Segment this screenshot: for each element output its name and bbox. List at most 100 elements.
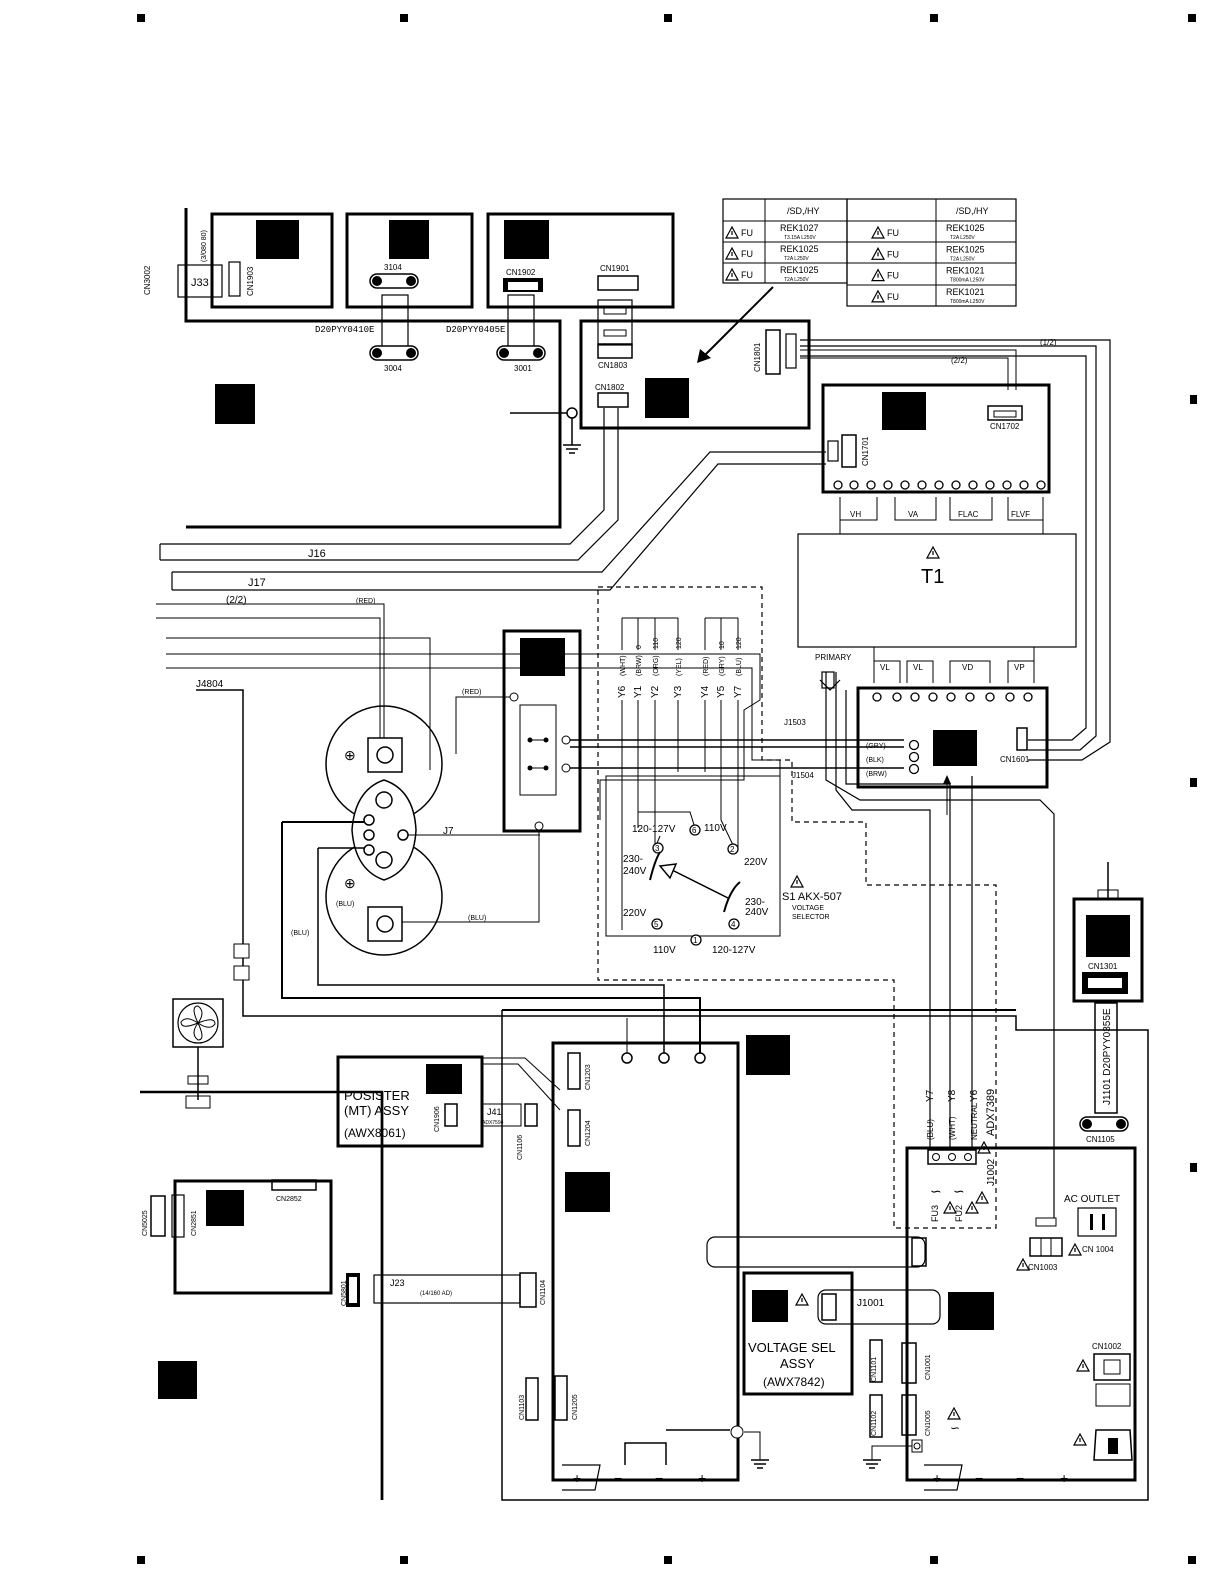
sel-220a: 220V	[744, 857, 768, 868]
primary-wires	[819, 671, 1055, 1218]
right-lower-board: Y7 Y8 Y6 (BLU) (WHT) NEUTRAL ADX7389 J10…	[863, 1089, 1137, 1482]
sel-230a: 230-	[623, 854, 643, 865]
vp-label: VP	[1014, 663, 1025, 672]
ac-outlet-label: AC OUTLET	[1064, 1194, 1120, 1205]
fuse-symbol-3: ∽	[950, 1421, 960, 1435]
vl2-label: VL	[913, 663, 923, 672]
warning-icon	[725, 247, 739, 260]
cn1104-label: CN1104	[540, 1280, 547, 1305]
j23-label: J23	[390, 1278, 405, 1288]
term-right-2: −	[975, 1470, 983, 1486]
svg-text:⊕: ⊕	[344, 747, 356, 763]
blk-label: (BLK)	[866, 757, 884, 764]
j1001-label: J1001	[857, 1298, 885, 1309]
cn2852-label: CN2852	[276, 1196, 302, 1203]
fuse-right-rating-2: T800mA L250V	[950, 278, 985, 284]
cn1803-label: CN1803	[598, 361, 628, 370]
y7-label: Y7	[925, 1089, 936, 1102]
j4804-label: J4804	[196, 679, 224, 690]
cn1802-label: CN1802	[595, 383, 625, 392]
sel-110b: 110V	[653, 945, 676, 956]
terminal-strip-main: + − − +	[562, 1464, 706, 1491]
top-board-middle: 3104 3004 D20PYY0410E	[315, 212, 474, 373]
blu-w-label: (BLU)	[926, 1119, 935, 1140]
cn1906-label: CN1906	[434, 1106, 441, 1132]
vsel-label-2: ASSY	[780, 1356, 815, 1371]
half3-label: (2/2)	[226, 595, 247, 606]
cn1203-label: CN1203	[585, 1064, 592, 1090]
selector-wire-code-2: Y2	[650, 685, 661, 698]
lower-left-board: CN5025 CN2851 CN2852 CN5801 J23 (14/160 …	[142, 384, 521, 1399]
cn1205-label: CN1205	[572, 1394, 579, 1420]
posister-label-1: POSISTER	[344, 1088, 410, 1103]
cable-labels: J16 J17 (1/2) (2/2) (2/2) (RED) J4804	[196, 338, 1057, 690]
pin6: 6	[692, 826, 697, 835]
selector-wire-color-2: (ORG)	[653, 655, 660, 676]
fuse-right-rating-1: T2A L250V	[950, 256, 975, 262]
voltage-selector-region: Y6(WHT)Y1(BRW)0Y2(ORG)110Y3(YEL)120Y4(RE…	[597, 586, 997, 1229]
fuse-right-fu-1: FU	[887, 249, 899, 259]
half1-label: (1/2)	[1040, 338, 1057, 347]
cn1901-label: CN1901	[600, 264, 630, 273]
warning-icon	[725, 268, 739, 281]
fuse-left-part-2: REK1025	[780, 265, 819, 275]
cn5025-label: CN5025	[142, 1210, 149, 1236]
cn1106-label: CN1106	[517, 1135, 524, 1160]
warning-icon	[871, 247, 885, 260]
selector-wire-color-1: (BRW)	[636, 655, 643, 676]
selector-wire-color-6: (BLU)	[736, 658, 743, 676]
cn1601-label: CN1601	[1000, 755, 1030, 764]
j1504-label: J1504	[792, 771, 814, 780]
capacitors: ⊕ ⊕	[282, 705, 540, 956]
fuse-right-part-3: REK1021	[946, 287, 985, 297]
voltage-sel-assy: J1001 VOLTAGE SEL ASSY (AWX7842)	[742, 1271, 941, 1396]
warning-icon	[871, 269, 885, 282]
fuse-right-part-2: REK1021	[946, 266, 985, 276]
board-cn1601: CN1601 (GRY) (BLK) (BRW) J1503 J1504	[784, 686, 1049, 815]
fuse-right-part-0: REK1025	[946, 223, 985, 233]
cn1902-label: CN1902	[506, 268, 536, 277]
posister-assy: POSISTER (MT) ASSY (AWX8061) CN1906 J41 …	[336, 1055, 561, 1160]
s1-sub1: VOLTAGE	[792, 905, 824, 912]
j1002-label: J1002	[986, 1158, 997, 1186]
vsel-label-3: (AWX7842)	[763, 1375, 825, 1389]
fu2-label: FU2	[954, 1205, 964, 1222]
cn1004-label: CN 1004	[1082, 1245, 1114, 1254]
y8-label: Y8	[947, 1089, 958, 1102]
warning-icon	[871, 226, 885, 239]
cn2851-label: CN2851	[191, 1210, 198, 1236]
fuse-right-fu-0: FU	[887, 228, 899, 238]
cn1301-label: CN1301	[1088, 962, 1118, 971]
fuse-left-rating-1: T2A L250V	[784, 256, 809, 262]
cn1903-label: CN1903	[246, 266, 255, 296]
t1-label: T1	[921, 566, 944, 588]
j33-label: J33	[191, 277, 209, 289]
fuse-right-fu-2: FU	[887, 271, 899, 281]
sel-240b: 240V	[745, 907, 769, 918]
pin4: 4	[731, 920, 736, 929]
cn1204-label: CN1204	[585, 1120, 592, 1146]
d20-1-label: D20PYY0410E	[315, 325, 374, 335]
transformer-t1: T1 VH VA FLAC FLVF VL VL VD VP PRIMARY	[797, 497, 1077, 683]
fuse-right-part-1: REK1025	[946, 244, 985, 254]
fu3-label: FU3	[930, 1205, 940, 1222]
fuse-left-part-1: REK1025	[780, 244, 819, 254]
selector-wire-code-0: Y6	[617, 685, 628, 698]
cn1102-label: CN1102	[871, 1411, 878, 1436]
selector-wire-code-6: Y7	[733, 685, 744, 698]
warning-icon	[871, 290, 885, 303]
selector-wire-code-3: Y3	[673, 685, 684, 698]
n3004-label: 3004	[384, 364, 402, 373]
registration-marks	[137, 14, 1197, 1564]
sel-220b: 220V	[623, 908, 647, 919]
blu3-label: (BLU)	[291, 930, 309, 937]
posister-label-2: (MT) ASSY	[344, 1103, 409, 1118]
red2-label: (RED)	[462, 689, 481, 696]
selector-wire-code-5: Y5	[716, 685, 727, 698]
sel-230b: 230-	[745, 897, 765, 908]
term-main-2: −	[614, 1470, 622, 1486]
cn1801-label: CN1801	[753, 342, 762, 372]
blu1-label: (BLU)	[336, 901, 354, 908]
